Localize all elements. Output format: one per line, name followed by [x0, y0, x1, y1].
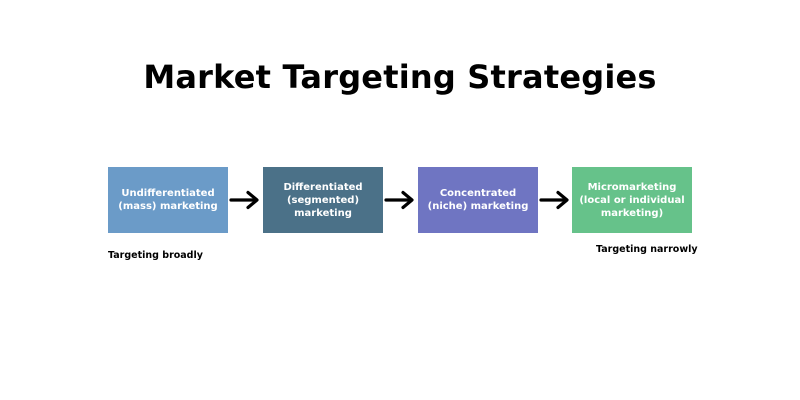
step-label: Micromarketing (local or individual mark… — [579, 181, 685, 219]
step-box-concentrated: Concentrated (niche) marketing — [418, 167, 538, 233]
arrow-right-icon — [229, 190, 259, 210]
caption-targeting-narrowly: Targeting narrowly — [596, 244, 698, 255]
arrow-right-icon — [384, 190, 414, 210]
arrow-right-icon — [539, 190, 569, 210]
step-box-undifferentiated: Undifferentiated (mass) marketing — [108, 167, 228, 233]
caption-targeting-broadly: Targeting broadly — [108, 250, 203, 261]
step-label: Undifferentiated (mass) marketing — [118, 188, 218, 212]
step-box-micromarketing: Micromarketing (local or individual mark… — [572, 167, 692, 233]
diagram-title: Market Targeting Strategies — [143, 58, 657, 96]
step-label: Concentrated (niche) marketing — [427, 188, 529, 212]
step-label: Differentiated (segmented) marketing — [283, 181, 363, 219]
step-box-differentiated: Differentiated (segmented) marketing — [263, 167, 383, 233]
